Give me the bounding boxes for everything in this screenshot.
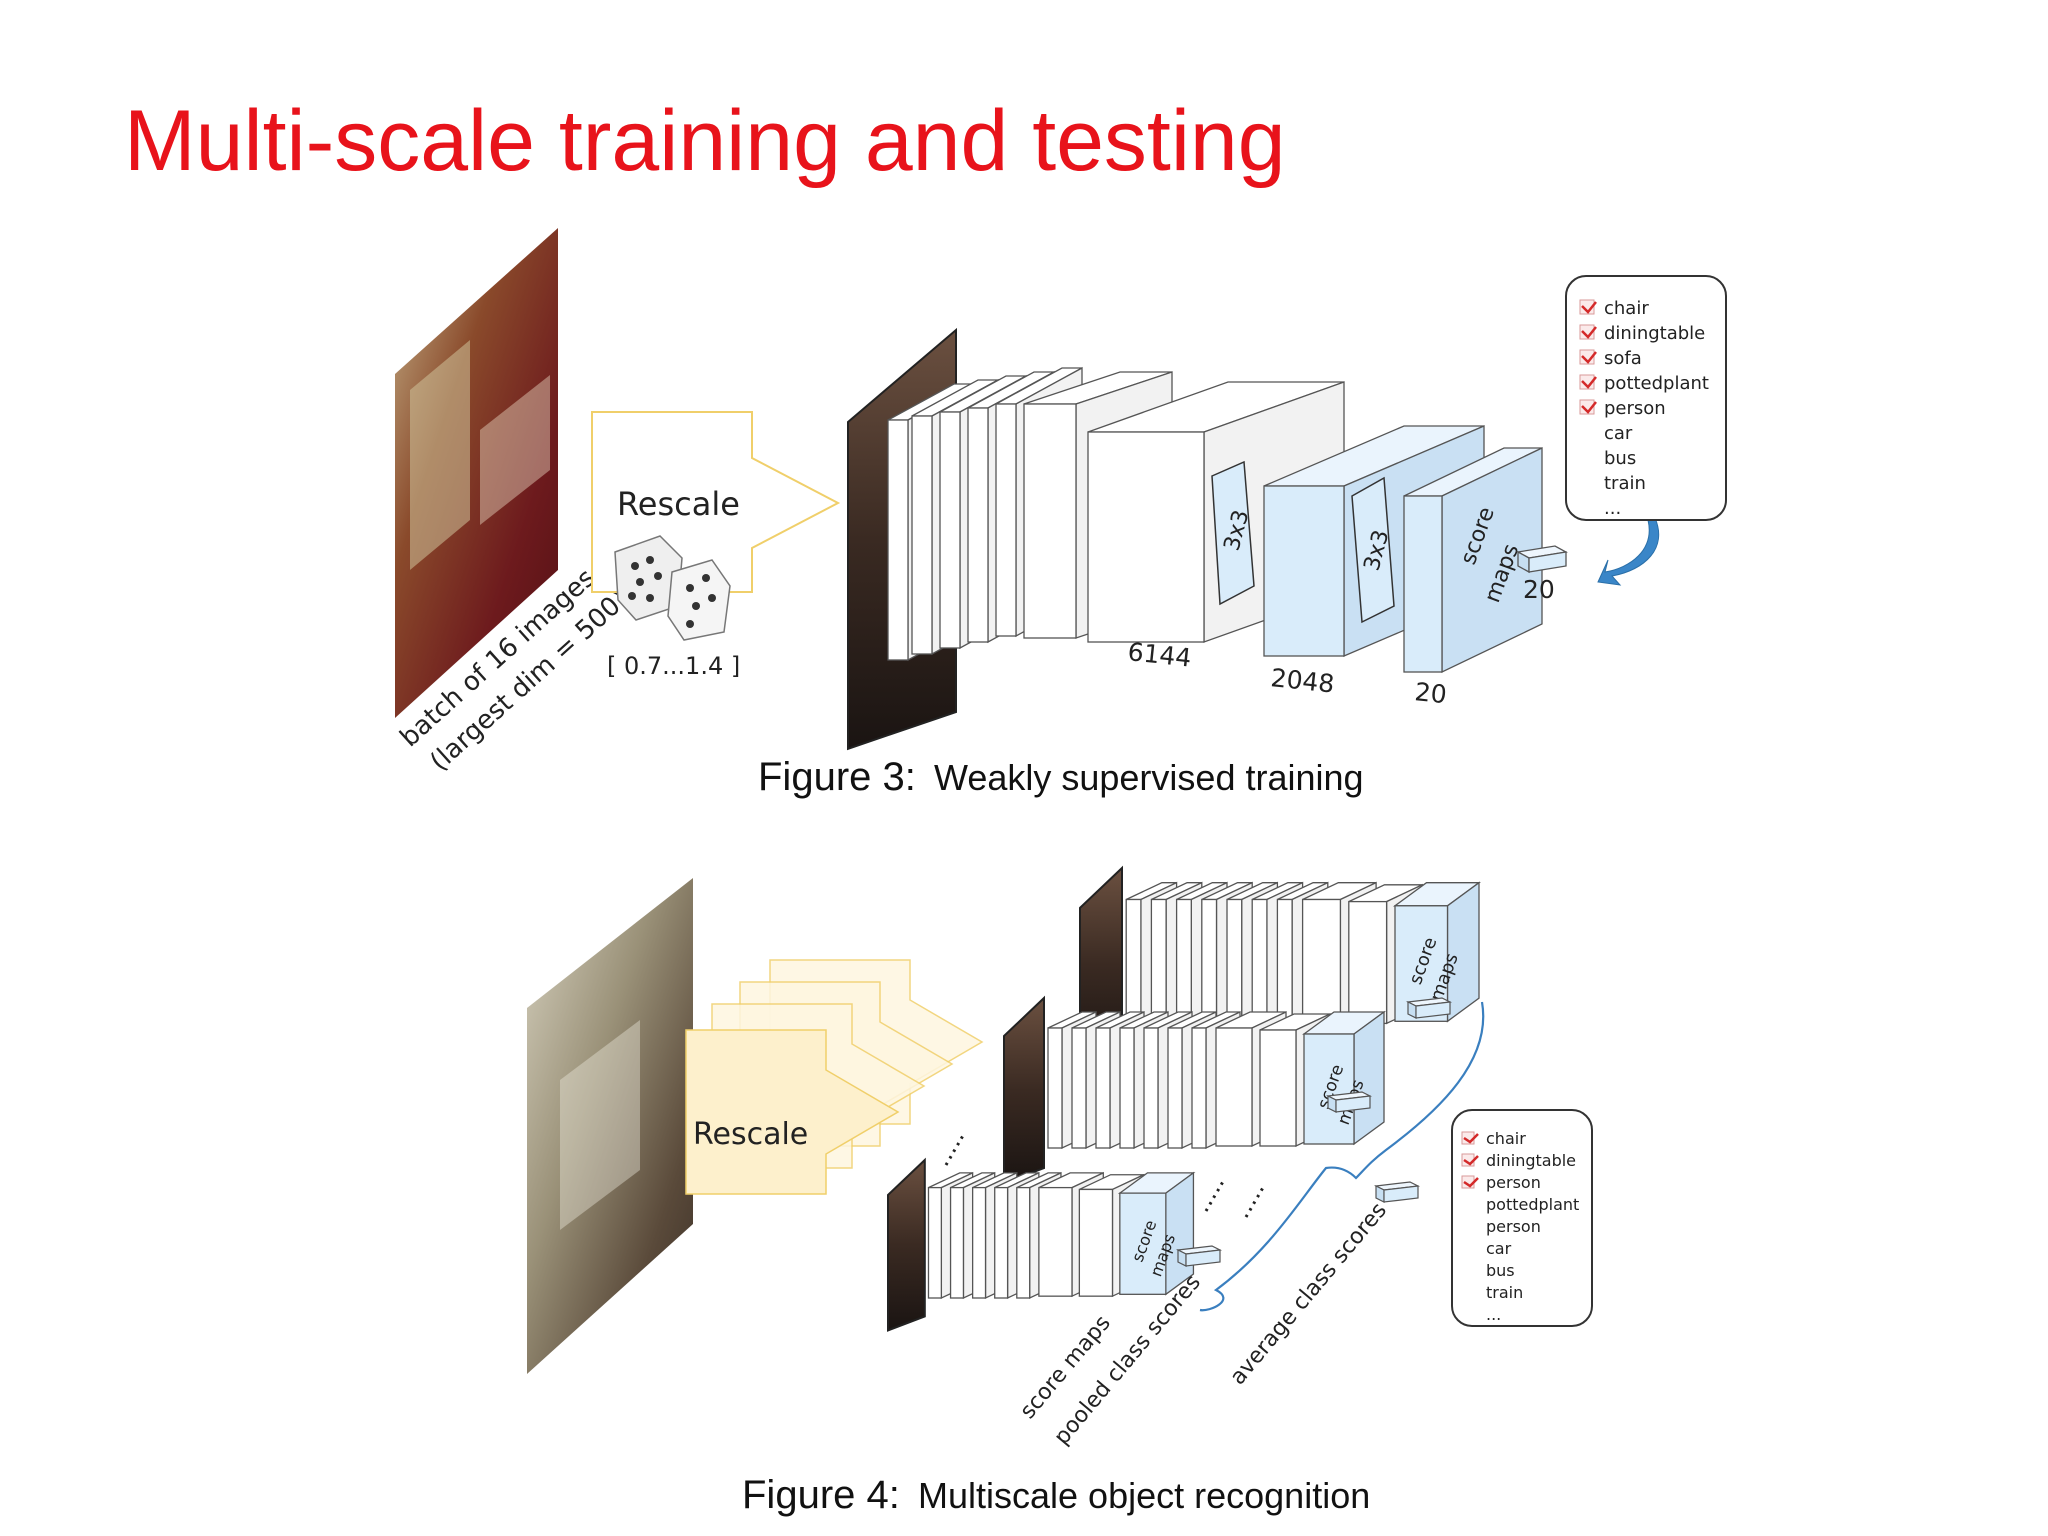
class-list-item: person xyxy=(1579,398,1666,419)
checkmark-icon xyxy=(1581,376,1597,389)
class-list-item: sofa xyxy=(1579,348,1642,369)
checkmark-icon xyxy=(1463,1177,1479,1188)
rescale-arrow xyxy=(685,1029,900,1195)
class-name: ... xyxy=(1486,1305,1501,1324)
class-list: chair diningtable person pottedplant person c… xyxy=(1461,1129,1579,1324)
class-list-item: bus xyxy=(1486,1261,1515,1280)
input-image xyxy=(527,878,693,1374)
score-maps-block xyxy=(1393,881,1481,1023)
class-name: sofa xyxy=(1604,348,1642,369)
input-image-batch xyxy=(395,228,558,718)
ellipsis-dots: ..... xyxy=(1227,1176,1270,1223)
class-list-item: person xyxy=(1461,1173,1541,1192)
class-score-vector xyxy=(1516,545,1568,574)
class-name: diningtable xyxy=(1604,323,1705,344)
class-list-item: chair xyxy=(1461,1129,1526,1148)
network-multiscale: scoremapsscoremapsscoremaps xyxy=(887,865,1481,1332)
pooled-score-vector xyxy=(1373,1181,1421,1203)
checkmark-icon xyxy=(1581,326,1597,339)
class-name: bus xyxy=(1486,1261,1515,1280)
layer-input-thumbnail xyxy=(1003,995,1045,1185)
class-list: chair diningtable sofa pottedplant person car… xyxy=(1579,298,1709,519)
class-list-item: train xyxy=(1486,1283,1523,1302)
ellipsis-dots: ..... xyxy=(927,1124,970,1171)
checkmark-icon xyxy=(1463,1155,1479,1166)
rescale-label: Rescale xyxy=(693,1117,808,1152)
class-list-box xyxy=(1451,1109,1593,1327)
class-name: car xyxy=(1486,1239,1512,1258)
class-list-item: ... xyxy=(1486,1305,1501,1324)
input-image-detail xyxy=(410,340,470,570)
pooled-score-vector xyxy=(1325,1091,1373,1113)
curved-arrow-icon xyxy=(1597,517,1660,586)
scale-range-label: [ 0.7...1.4 ] xyxy=(607,652,740,680)
pooled-score-vector xyxy=(1175,1245,1223,1267)
dim-label-6144: 6144 xyxy=(1126,637,1192,672)
class-name: car xyxy=(1604,423,1633,444)
checkmark-icon xyxy=(1581,351,1597,364)
score-maps-block xyxy=(1403,446,1543,674)
label-average-class-scores: average class scores xyxy=(1225,1198,1392,1390)
class-list-item: train xyxy=(1604,473,1646,494)
class-list-item: ... xyxy=(1604,498,1621,519)
rescale-label: Rescale xyxy=(617,485,740,523)
figure4-caption-text: Multiscale object recognition xyxy=(918,1475,1370,1516)
class-name: pottedplant xyxy=(1604,373,1709,394)
class-list-item: car xyxy=(1604,423,1633,444)
brace xyxy=(1199,1001,1485,1312)
class-name: person xyxy=(1486,1217,1541,1236)
class-list-item: diningtable xyxy=(1461,1151,1576,1170)
checkbox-icon xyxy=(1461,1175,1475,1189)
class-name: ... xyxy=(1604,498,1621,519)
class-list-box xyxy=(1565,275,1727,521)
figure3: batch of 16 images (largest dim = 500) R… xyxy=(395,228,1727,799)
figure3-caption-text: Weakly supervised training xyxy=(934,757,1364,798)
layer-input-thumbnail xyxy=(887,1157,926,1332)
slide-title: Multi-scale training and testing xyxy=(124,93,1286,189)
pooled-score-vectors xyxy=(1175,997,1453,1267)
class-name: chair xyxy=(1604,298,1649,319)
class-list-item: car xyxy=(1486,1239,1512,1258)
rescale-arrows xyxy=(685,959,984,1195)
class-list-item: chair xyxy=(1579,298,1649,319)
class-list-item: bus xyxy=(1604,448,1636,469)
dim-label-20: 20 xyxy=(1413,677,1448,709)
dice-icon xyxy=(614,535,731,641)
class-name: pottedplant xyxy=(1486,1195,1579,1214)
figure3-caption-number: Figure 3: xyxy=(758,755,916,799)
input-image-detail xyxy=(480,375,550,525)
class-name: train xyxy=(1604,473,1646,494)
figure4: Rescale scoremapsscoremapsscoremaps ....… xyxy=(527,865,1593,1517)
figure4-caption-number: Figure 4: xyxy=(742,1473,900,1517)
dim-label-2048: 2048 xyxy=(1269,663,1335,698)
class-name: person xyxy=(1486,1173,1541,1192)
class-name: bus xyxy=(1604,448,1636,469)
kernel-3x3 xyxy=(1211,460,1255,606)
class-name: diningtable xyxy=(1486,1151,1576,1170)
checkmark-icon xyxy=(1463,1133,1479,1144)
checkmark-icon xyxy=(1581,301,1597,314)
input-image-detail xyxy=(560,1020,640,1230)
class-list-item: pottedplant xyxy=(1486,1195,1579,1214)
dim-label-20-output: 20 xyxy=(1523,575,1555,604)
class-list-item: diningtable xyxy=(1579,323,1705,344)
class-list-item: pottedplant xyxy=(1579,373,1709,394)
class-name: person xyxy=(1604,398,1666,419)
class-list-item: person xyxy=(1486,1217,1541,1236)
score-maps-block xyxy=(1302,1010,1386,1146)
class-name: chair xyxy=(1486,1129,1526,1148)
checkmark-icon xyxy=(1581,401,1597,414)
pooled-score-vector xyxy=(1405,997,1453,1019)
checkbox-icon xyxy=(1461,1131,1475,1145)
class-name: train xyxy=(1486,1283,1523,1302)
kernel-3x3 xyxy=(1351,476,1395,624)
checkbox-icon xyxy=(1461,1153,1475,1167)
